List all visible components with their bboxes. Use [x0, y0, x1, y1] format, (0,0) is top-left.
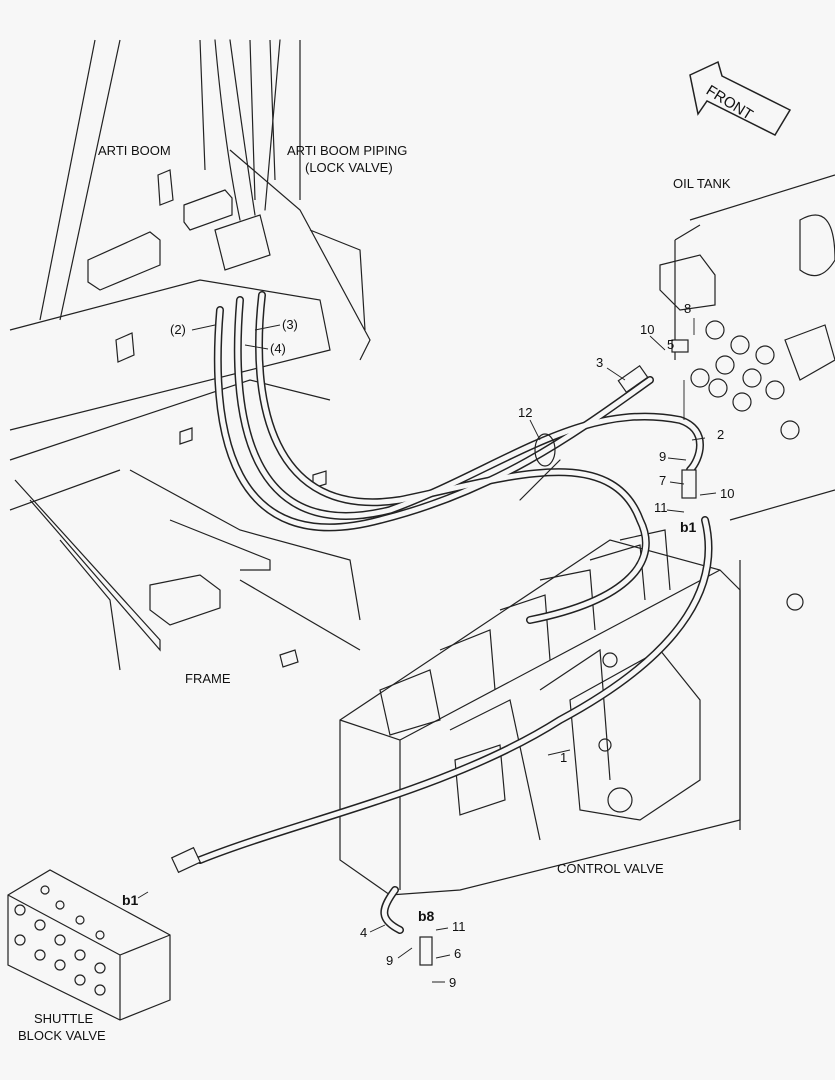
port-b1: b1 [122, 892, 139, 908]
callout-2-ref: (2) [170, 322, 186, 337]
oil-tank-label: OIL TANK [673, 176, 731, 191]
port-b8: b8 [418, 908, 435, 924]
callout-5: 5 [667, 337, 675, 352]
callout-4-ref: (4) [270, 341, 286, 356]
callout-10: 10 [720, 486, 735, 501]
port-b1: b1 [680, 519, 697, 535]
callout-4: 4 [360, 925, 368, 940]
leader-lines [137, 318, 717, 983]
lock-valve-label: (LOCK VALVE) [305, 160, 393, 175]
oil-tank-structure [659, 174, 835, 830]
callout-2: 2 [717, 427, 725, 442]
callout-10: 10 [640, 322, 655, 337]
callout-12: 12 [518, 405, 533, 420]
callout-3-ref: (3) [282, 317, 298, 332]
callout-3: 3 [596, 355, 604, 370]
arti-boom-label: ARTI BOOM [98, 143, 171, 158]
shuttle-block-valve-body [7, 869, 171, 1021]
shuttle-label: SHUTTLE [34, 1011, 94, 1026]
callout-8: 8 [684, 301, 692, 316]
control-valve-body [339, 529, 741, 896]
arti-boom-structure [9, 39, 371, 671]
callout-1: 1 [560, 750, 568, 765]
hoses [170, 39, 713, 966]
arti-boom-piping-label: ARTI BOOM PIPING [287, 143, 408, 158]
callout-9: 9 [449, 975, 457, 990]
front-arrow-icon [689, 60, 792, 136]
callout-7: 7 [659, 473, 667, 488]
callout-6: 6 [454, 946, 462, 961]
control-valve-label: CONTROL VALVE [557, 861, 664, 876]
callout-11: 11 [452, 919, 466, 934]
callout-9: 9 [386, 953, 394, 968]
block-valve-label: BLOCK VALVE [18, 1028, 106, 1043]
callout-9: 9 [659, 449, 667, 464]
callout-11: 11 [654, 500, 668, 515]
frame-label: FRAME [185, 671, 231, 686]
